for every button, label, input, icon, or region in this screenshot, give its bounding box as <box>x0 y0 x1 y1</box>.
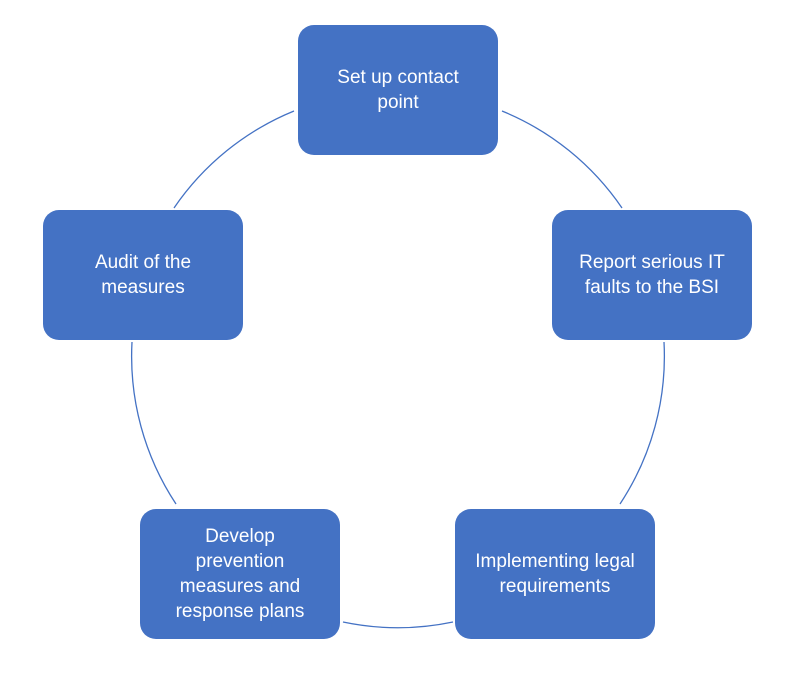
connector-arc-5-1 <box>173 110 295 209</box>
cycle-node-set-up-contact-point: Set up contact point <box>298 25 498 155</box>
cycle-node-label: Audit of the measures <box>94 252 192 298</box>
connector-arc-4-5 <box>130 341 177 505</box>
cycle-node-label: Develop prevention measures and response… <box>175 526 305 622</box>
connector-arc-3-4 <box>342 621 454 629</box>
cycle-node-develop-prevention-measures: Develop prevention measures and response… <box>140 509 340 639</box>
connector-arc-1-2 <box>501 110 623 209</box>
cycle-node-audit-of-measures: Audit of the measures <box>43 210 243 340</box>
cycle-node-label: Implementing legal requirements <box>475 551 635 597</box>
connector-arc-2-3 <box>619 341 666 505</box>
cycle-node-label: Report serious IT faults to the BSI <box>579 252 725 298</box>
cycle-node-report-it-faults: Report serious IT faults to the BSI <box>552 210 752 340</box>
cycle-node-label: Set up contact point <box>337 67 459 113</box>
cycle-node-implementing-legal-requirements: Implementing legal requirements <box>455 509 655 639</box>
